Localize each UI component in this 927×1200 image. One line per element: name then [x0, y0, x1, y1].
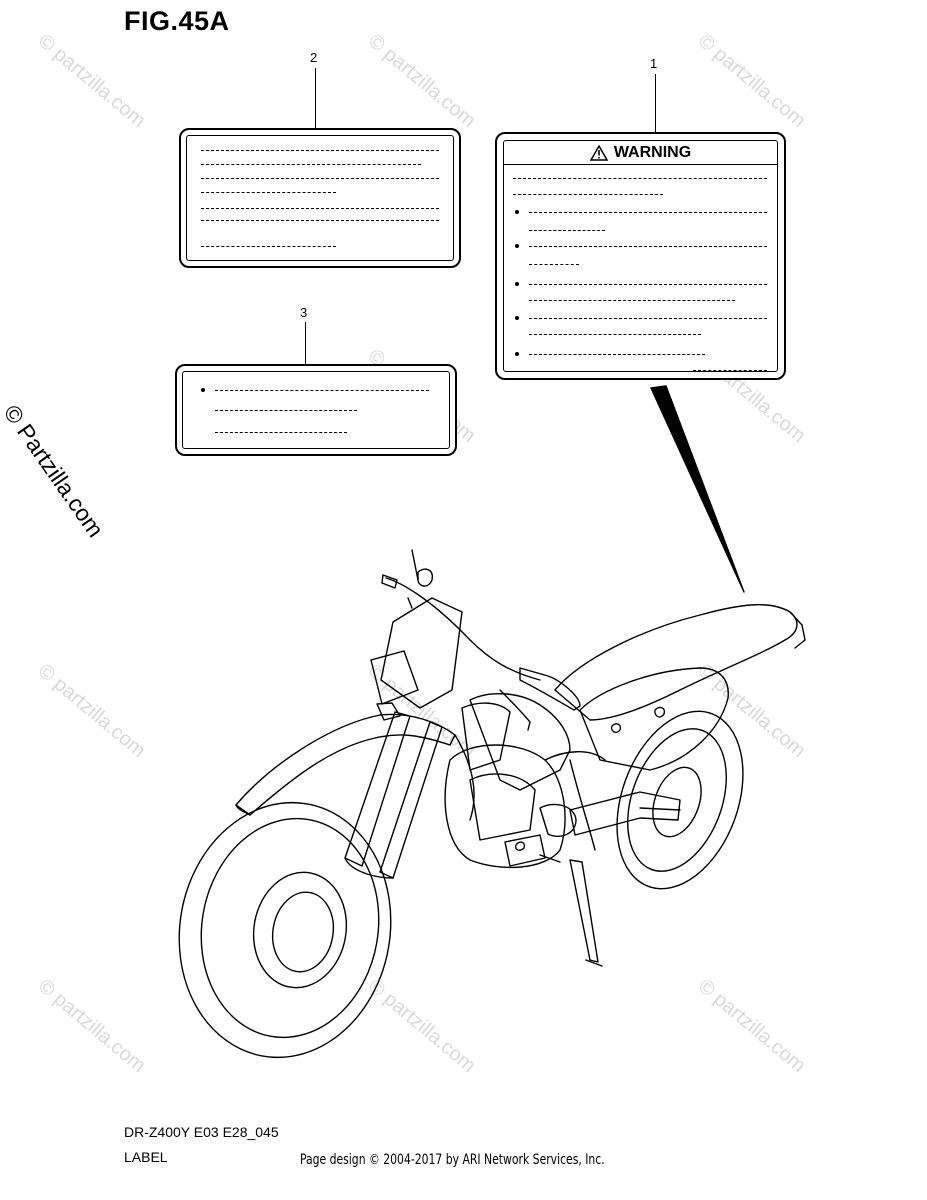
leader-line-1	[655, 74, 656, 134]
placeholder-text-line	[201, 178, 439, 179]
placeholder-text-line	[529, 212, 767, 213]
bullet	[515, 352, 519, 356]
label-3	[175, 364, 457, 456]
placeholder-text-line	[201, 150, 439, 151]
placeholder-text-line	[215, 410, 357, 411]
warning-heading: WARNING	[613, 144, 692, 161]
placeholder-text-line	[201, 246, 336, 247]
placeholder-text-line	[215, 432, 347, 433]
placeholder-text-line	[529, 318, 767, 319]
bullet	[515, 316, 519, 320]
model-code: DR-Z400Y E03 E28_045	[124, 1124, 279, 1140]
warning-header: WARNING	[503, 142, 778, 165]
part-number-2: 2	[310, 50, 318, 65]
diagram-caption: LABEL	[124, 1149, 168, 1165]
warning-triangle-icon	[589, 145, 608, 161]
leader-line-3	[305, 322, 306, 366]
copyright-notice: Page design © 2004-2017 by ARI Network S…	[300, 1152, 605, 1168]
placeholder-text-line	[529, 246, 767, 247]
placeholder-text-line	[529, 284, 767, 285]
figure-title: FIG.45A	[124, 6, 230, 36]
placeholder-text-line	[215, 390, 429, 391]
placeholder-text-line	[529, 300, 735, 301]
leader-line-2	[315, 68, 316, 128]
placeholder-text-line	[201, 192, 336, 193]
bullet	[201, 388, 205, 392]
placeholder-text-line	[513, 194, 663, 195]
label-1-inner-border	[503, 140, 778, 372]
placeholder-text-line	[201, 164, 421, 165]
placeholder-text-line	[513, 178, 767, 179]
part-number-3: 3	[300, 305, 308, 320]
label-1-warning: WARNING	[495, 132, 786, 380]
bullet	[515, 244, 519, 248]
label-2	[179, 128, 461, 268]
bullet	[515, 210, 519, 214]
part-number-1: 1	[650, 56, 658, 71]
placeholder-text-line	[529, 230, 605, 231]
pointer-wedge	[650, 385, 745, 593]
placeholder-text-line	[529, 354, 705, 355]
placeholder-text-line	[693, 370, 767, 371]
label-2-inner-border	[186, 135, 454, 261]
bullet	[515, 282, 519, 286]
label-3-inner-border	[182, 371, 450, 449]
placeholder-text-line	[201, 220, 439, 221]
placeholder-text-line	[529, 264, 579, 265]
placeholder-text-line	[529, 334, 701, 335]
placeholder-text-line	[201, 208, 439, 209]
